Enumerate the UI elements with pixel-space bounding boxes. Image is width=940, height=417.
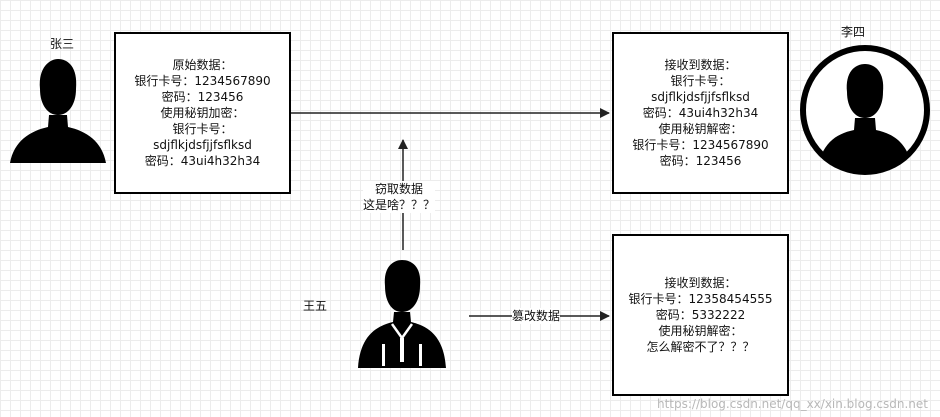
receiver-name: 李四 <box>841 25 866 39</box>
received-line: 密码：43ui4h32h34 <box>642 106 759 120</box>
tampered-data-box: 接收到数据： 银行卡号：12358454555 密码：5332222 使用秘钥解… <box>612 234 789 396</box>
received-line: 密码：123456 <box>659 154 742 168</box>
steal-label-line: 这是啥？？？ <box>363 198 436 212</box>
steal-label-line: 窃取数据 <box>375 182 424 196</box>
person-silhouette-icon <box>10 59 106 163</box>
received-line: 银行卡号： <box>670 74 731 88</box>
steal-edge-label: 窃取数据 这是啥？？？ <box>363 181 436 213</box>
tampered-line: 密码：5332222 <box>655 308 746 322</box>
original-line: 密码：123456 <box>161 90 244 104</box>
original-line: 原始数据： <box>172 58 233 72</box>
watermark: https://blog.csdn.net/qq_xx/xin.blog.csd… <box>656 397 928 411</box>
received-line: 银行卡号：1234567890 <box>632 138 769 152</box>
tampered-line: 怎么解密不了？？？ <box>646 340 755 354</box>
tamper-edge-label: 篡改数据 <box>512 308 561 324</box>
tampered-line: 使用秘钥解密： <box>658 324 743 338</box>
tampered-line: 接收到数据： <box>664 276 737 290</box>
tampered-line: 银行卡号：12358454555 <box>628 292 773 306</box>
person-circle-icon <box>800 45 930 175</box>
received-line: 使用秘钥解密： <box>658 122 743 136</box>
original-data-box: 原始数据： 银行卡号：1234567890 密码：123456 使用秘钥加密： … <box>114 32 291 194</box>
person-suit-icon <box>358 260 446 368</box>
received-line: 接收到数据： <box>664 58 737 72</box>
original-line: sdjflkjdsfjjfsflksd <box>153 138 252 152</box>
original-line: 密码：43ui4h32h34 <box>144 154 261 168</box>
received-line: sdjflkjdsfjjfsflksd <box>651 90 750 104</box>
original-line: 银行卡号： <box>172 122 233 136</box>
original-line: 银行卡号：1234567890 <box>134 74 271 88</box>
attacker-name: 王五 <box>303 299 328 313</box>
received-data-box: 接收到数据： 银行卡号： sdjflkjdsfjjfsflksd 密码：43ui… <box>612 32 789 194</box>
sender-name: 张三 <box>50 37 75 51</box>
original-line: 使用秘钥加密： <box>160 106 245 120</box>
